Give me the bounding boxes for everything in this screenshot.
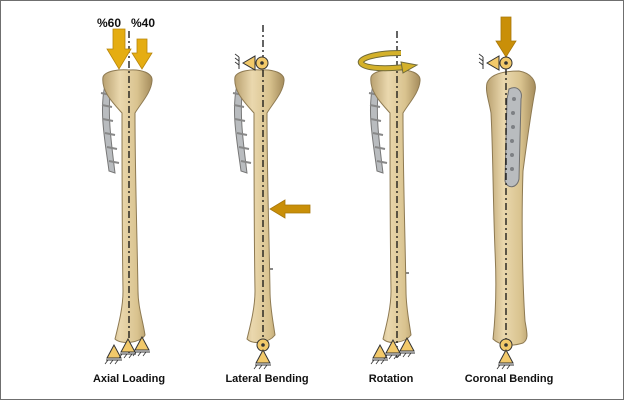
panel-coronal-bending [479,17,535,369]
distal-pin-support [254,339,271,369]
tibia-bone [103,70,152,343]
panel-lateral-bending [233,25,310,369]
panel-axial-loading: %60 %40 [97,16,155,364]
load-arrow-small [132,39,152,69]
proximal-pin-support [479,54,512,70]
distal-supports [371,338,415,364]
lateral-force-arrow [270,200,310,218]
tibia-bone [371,70,420,343]
load-arrow-large [107,29,131,69]
coronal-load-arrow [496,17,516,57]
panel-rotation [361,31,420,364]
distal-supports [105,337,150,364]
caption-lateral-bending: Lateral Bending [197,373,337,385]
caption-axial-loading: Axial Loading [59,373,199,385]
load-percent-left: %60 [97,16,121,30]
torque-arrow [361,53,417,73]
fixation-plate [505,88,521,187]
load-percent-right: %40 [131,16,155,30]
caption-coronal-bending: Coronal Bending [439,373,579,385]
